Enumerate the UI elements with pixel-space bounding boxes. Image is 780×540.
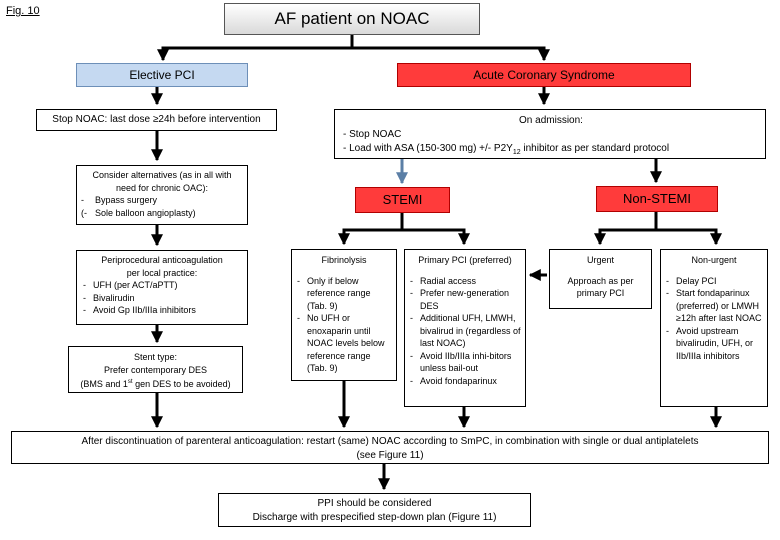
primary-pci-item: Avoid fondaparinux [408,375,522,388]
admission-box: On admission: - Stop NOAC - Load with AS… [334,109,766,159]
fibrinolysis-head: Fibrinolysis [321,255,367,265]
stop-noac-box: Stop NOAC: last dose ≥24h before interve… [36,109,277,131]
primary-pci-item: Avoid IIb/IIIa inhi-bitors unless bail-o… [408,350,522,375]
non-urgent-item: Avoid upstream bivalirudin, UFH, or IIb/… [664,325,764,363]
urgent-head: Urgent [586,255,614,265]
non-urgent-head: Non-urgent [691,255,737,265]
alternative-item: (-Sole balloon angioplasty) [81,207,196,218]
non-urgent-item: Delay PCI [664,275,764,288]
periprocedural-item: Avoid Gp IIb/IIIa inhibitors [81,304,243,317]
periprocedural-box: Periprocedural anticoagulation per local… [76,250,248,325]
arrow-title-to-acs [352,46,550,62]
figure-label: Fig. 10 [6,5,40,17]
non-stemi-box: Non-STEMI [596,186,718,212]
primary-pci-item: Radial access [408,275,522,288]
stemi-box: STEMI [355,187,450,213]
alternative-item: -Bypass surgery [81,195,158,205]
arrow-nstemi-to-urgent [594,212,658,246]
acute-coronary-syndrome-box: Acute Coronary Syndrome [397,63,691,87]
primary-pci-item: Additional UFH, LMWH, bivalirud in (rega… [408,312,522,350]
arrow-title-to-elective [157,35,354,62]
after-discontinuation-box: After discontinuation of parenteral anti… [11,431,769,464]
alternatives-box: Consider alternatives (as in all with ne… [76,165,248,225]
fibrinolysis-item: No UFH or enoxaparin until NOAC levels b… [295,312,393,375]
final-ppi-box: PPI should be considered Discharge with … [218,493,531,527]
periprocedural-item: Bivalirudin [81,292,243,305]
arrow-stemi-to-primary-pci [402,228,470,246]
non-urgent-item: Start fondaparinux (preferred) or LMWH ≥… [664,287,764,325]
elective-pci-box: Elective PCI [76,63,248,87]
urgent-box: Urgent Approach as per primary PCI [549,249,652,309]
arrow-nstemi-to-non-urgent [656,228,722,246]
admission-load-asa: - Load with ASA (150-300 mg) +/- P2Y12 i… [343,143,670,156]
stent-type-box: Stent type: Prefer contemporary DES (BMS… [68,346,243,393]
periprocedural-item: UFH (per ACT/aPTT) [81,279,243,292]
primary-pci-box: Primary PCI (preferred) Radial access Pr… [404,249,526,407]
primary-pci-item: Prefer new-generation DES [408,287,522,312]
title-box: AF patient on NOAC [224,3,480,35]
fibrinolysis-item: Only if below reference range (Tab. 9) [295,275,393,313]
admission-head: On admission: [519,115,583,126]
arrow-stemi-to-fibrinolysis [338,213,404,246]
primary-pci-head: Primary PCI (preferred) [418,255,512,265]
non-urgent-box: Non-urgent Delay PCI Start fondaparinux … [660,249,768,407]
admission-stop-noac: - Stop NOAC [343,129,402,140]
fibrinolysis-box: Fibrinolysis Only if below reference ran… [291,249,397,381]
